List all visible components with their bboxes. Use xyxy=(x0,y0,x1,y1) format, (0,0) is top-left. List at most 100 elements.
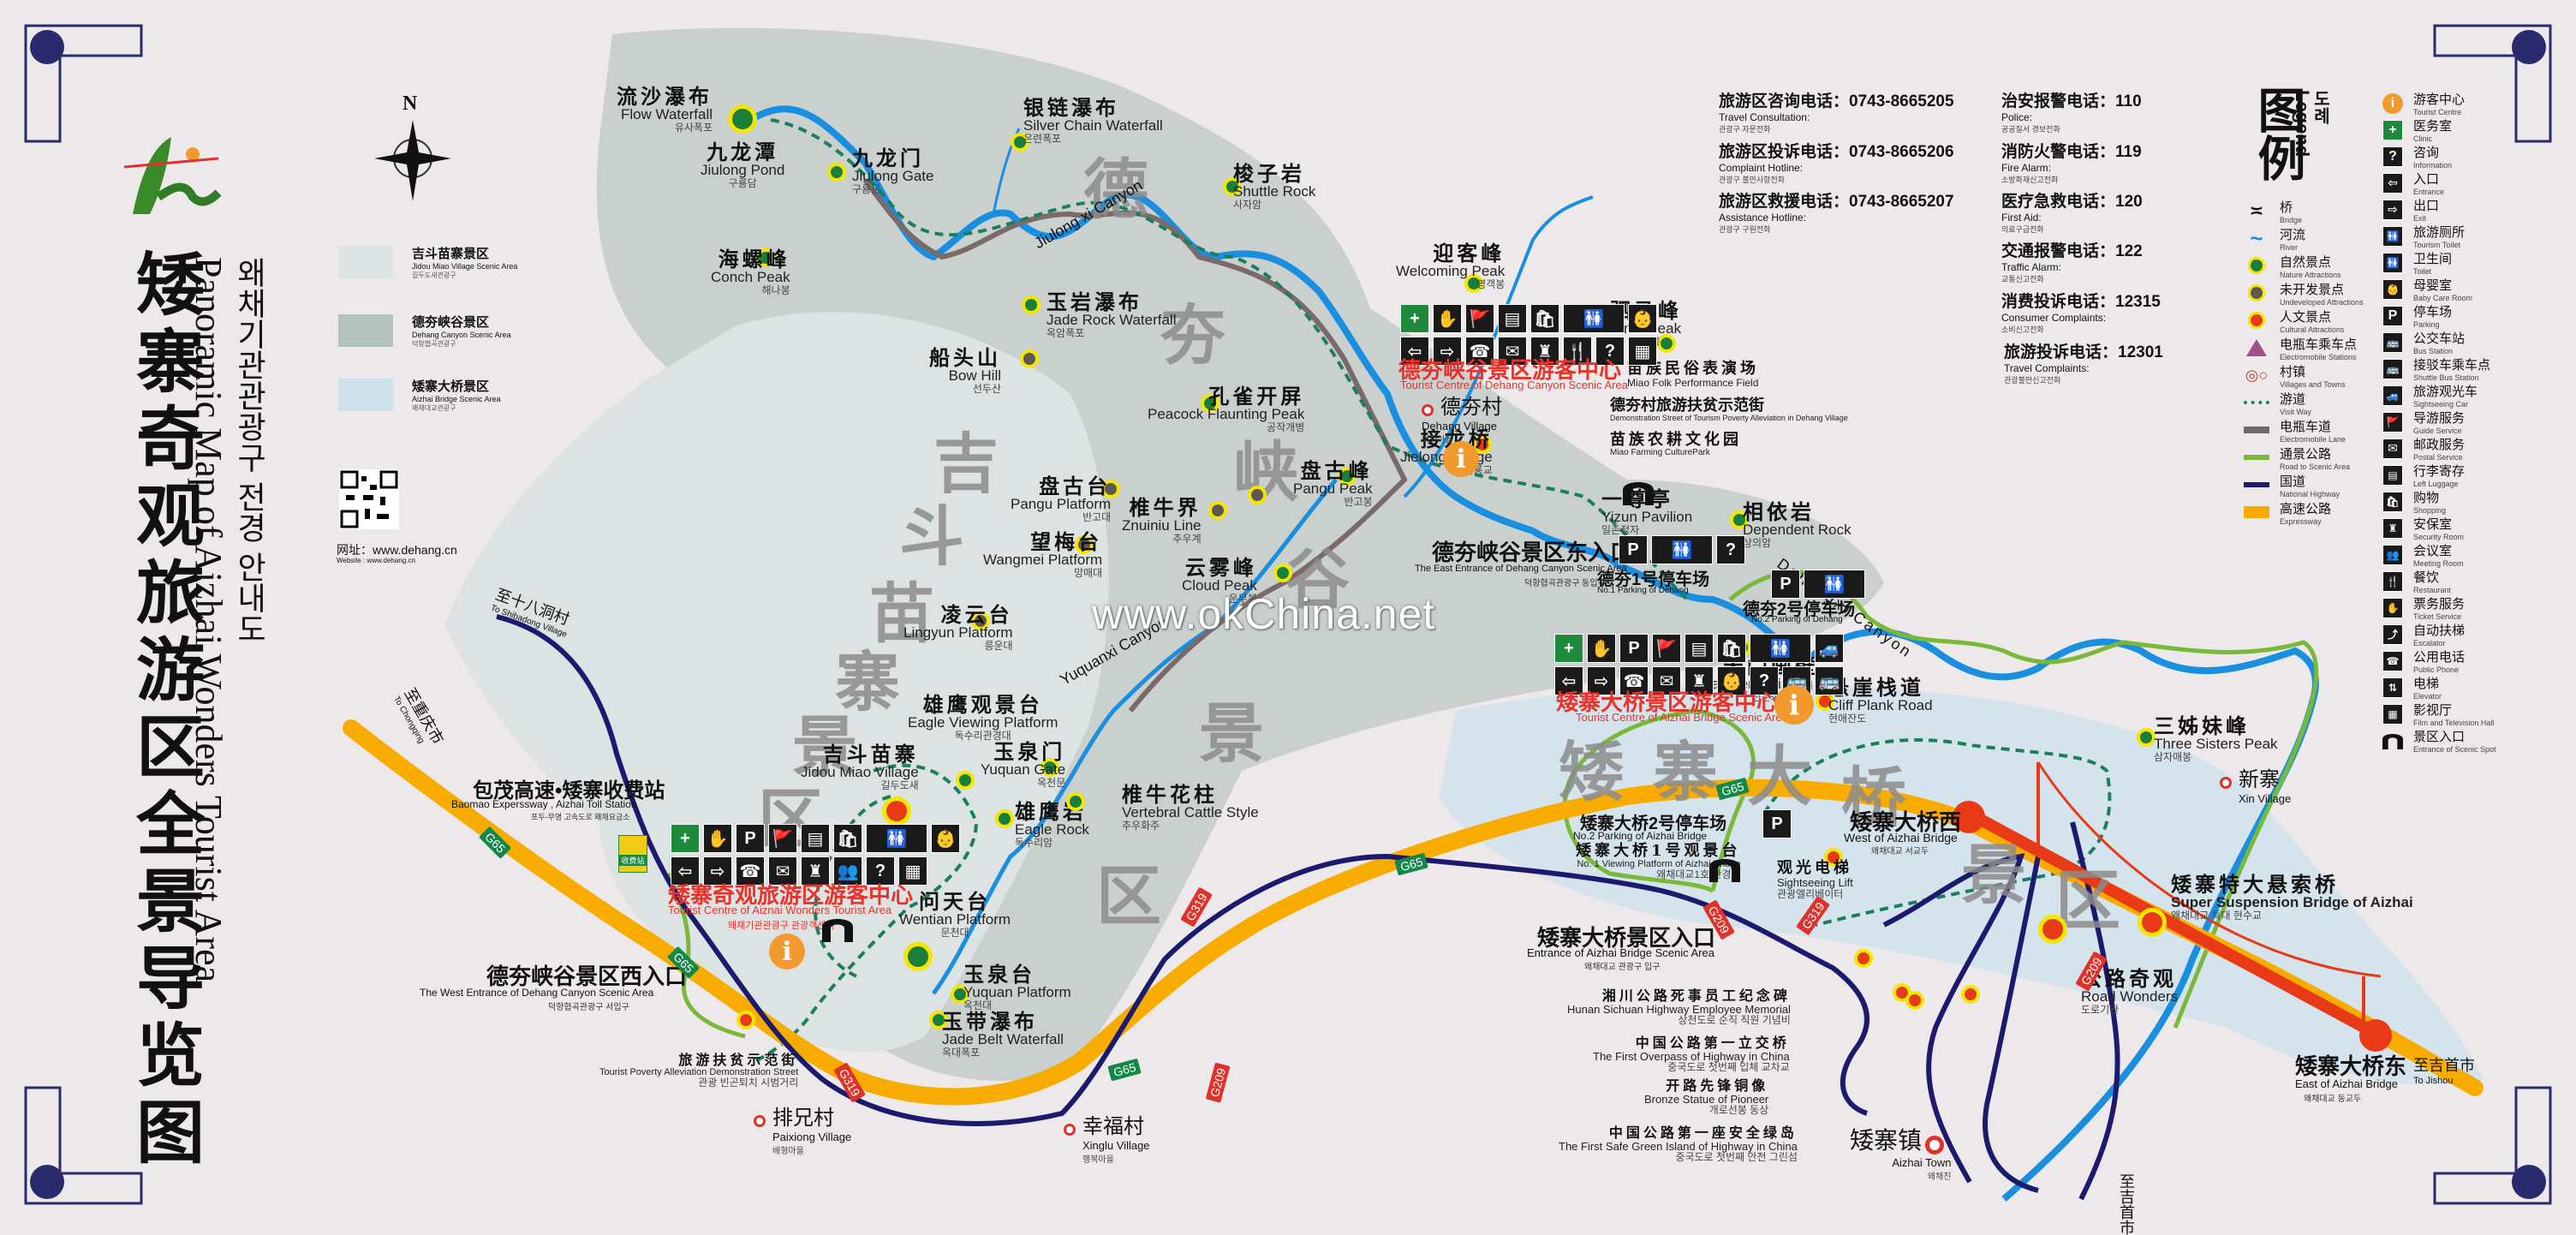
attraction-marker[interactable] xyxy=(1208,501,1227,520)
attraction-marker[interactable] xyxy=(1020,349,1039,368)
phone-icon[interactable]: ☎ xyxy=(1465,337,1494,366)
baby-care-icon[interactable]: 👶 xyxy=(1717,666,1746,695)
bridge-east-marker[interactable] xyxy=(2359,1019,2392,1052)
attraction-marker[interactable] xyxy=(1464,274,1483,293)
attraction-marker[interactable] xyxy=(903,942,933,971)
attraction-marker[interactable] xyxy=(1273,564,1292,582)
clinic-icon[interactable]: + xyxy=(1554,634,1583,663)
film-hall-icon[interactable]: ▦ xyxy=(1628,337,1657,366)
attraction-marker[interactable] xyxy=(1854,949,1873,968)
attraction-marker[interactable] xyxy=(1041,758,1059,777)
attraction-marker[interactable] xyxy=(756,248,775,267)
entrance-icon[interactable]: ⇦ xyxy=(671,856,700,886)
phone-icon[interactable]: ☎ xyxy=(1619,666,1649,695)
postal-icon[interactable]: ✉ xyxy=(768,856,797,886)
baby-care-icon[interactable]: 👶 xyxy=(1628,304,1657,333)
attraction-marker[interactable] xyxy=(728,104,757,134)
scenic-entrance-icon[interactable] xyxy=(822,916,853,942)
attraction-marker[interactable] xyxy=(1201,394,1219,413)
luggage-icon[interactable]: ▤ xyxy=(1498,304,1527,333)
guide-icon[interactable]: 🚩 xyxy=(1465,304,1494,333)
attraction-marker[interactable] xyxy=(1223,177,1242,196)
ticket-icon[interactable]: ✋ xyxy=(1587,634,1616,663)
toilet-icon[interactable]: 🚻 xyxy=(1750,634,1811,663)
qr-code-icon[interactable] xyxy=(339,469,399,529)
dehang-east-entrance-title[interactable]: 德夯峡谷景区东入口 xyxy=(1432,540,1633,565)
scenic-entrance-icon[interactable] xyxy=(1709,856,1740,882)
information-icon[interactable]: ? xyxy=(866,856,895,886)
aizhai-bridge-entrance-title[interactable]: 矮寨大桥景区入口 xyxy=(1537,925,1716,951)
ticket-icon[interactable]: ✋ xyxy=(703,824,732,853)
information-icon[interactable]: ? xyxy=(1750,666,1779,695)
aizhai-wonders-tourist-centre-title[interactable]: 矮寨奇观旅游区游客中心 xyxy=(668,882,914,908)
information-icon[interactable]: ? xyxy=(1716,535,1745,564)
attraction-marker[interactable] xyxy=(1066,792,1085,811)
bus-station-icon[interactable]: 🚌 xyxy=(1815,666,1844,695)
attraction-marker[interactable] xyxy=(2138,908,2167,937)
parking-icon[interactable]: P xyxy=(1762,809,1792,838)
toilet-icon[interactable]: 🚻 xyxy=(1804,570,1865,599)
attraction-marker[interactable] xyxy=(1338,467,1357,486)
dehang-west-entrance-title[interactable]: 德夯峡谷景区西入口 xyxy=(486,964,688,989)
attraction-marker[interactable] xyxy=(1730,510,1749,529)
toll-station-title[interactable]: 包茂高速•矮寨收费站 xyxy=(473,779,665,802)
scenic-entrance-icon[interactable] xyxy=(1623,480,1654,505)
attraction-marker[interactable] xyxy=(2038,915,2067,944)
luggage-icon[interactable]: ▤ xyxy=(801,824,830,853)
bridge-west-marker[interactable] xyxy=(1953,801,1985,833)
baby-care-icon[interactable]: 👶 xyxy=(931,824,960,853)
bridge-east-title[interactable]: 矮寨大桥东 xyxy=(2295,1053,2407,1079)
dehang-parking2-title[interactable]: 德夯2号停车场 xyxy=(1743,600,1856,619)
information-icon[interactable]: ? xyxy=(1595,337,1625,366)
toilet-icon[interactable]: 🚻 xyxy=(866,824,927,853)
attraction-marker[interactable] xyxy=(1022,295,1041,314)
attraction-marker[interactable] xyxy=(1101,480,1120,498)
shopping-icon[interactable]: 🛍 xyxy=(833,824,862,853)
toll-gate-icon[interactable]: 收费站 xyxy=(618,835,647,873)
clinic-icon[interactable]: + xyxy=(671,824,700,853)
parking-icon[interactable]: P xyxy=(1771,570,1800,599)
phone-icon[interactable]: ☎ xyxy=(736,856,765,886)
exit-icon[interactable]: ⇨ xyxy=(703,856,732,886)
shopping-icon[interactable]: 🛍 xyxy=(1530,304,1559,333)
attraction-marker[interactable] xyxy=(956,771,975,790)
attraction-marker[interactable] xyxy=(1824,848,1843,867)
dehang-tourist-centre-title[interactable]: 德夯峡谷景区游客中心 xyxy=(1398,357,1622,383)
security-icon[interactable]: ♜ xyxy=(801,856,830,886)
exit-icon[interactable]: ⇨ xyxy=(1587,666,1616,695)
attraction-marker[interactable] xyxy=(1961,985,1980,1004)
entrance-icon[interactable]: ⇦ xyxy=(1400,337,1429,366)
sightseeing-car-icon[interactable]: 🚙 xyxy=(1815,634,1844,663)
parking-icon[interactable]: P xyxy=(1619,535,1648,564)
guide-icon[interactable]: 🚩 xyxy=(1652,634,1681,663)
film-hall-icon[interactable]: ▦ xyxy=(898,856,927,886)
toilet-icon[interactable]: 🚻 xyxy=(1563,304,1625,333)
